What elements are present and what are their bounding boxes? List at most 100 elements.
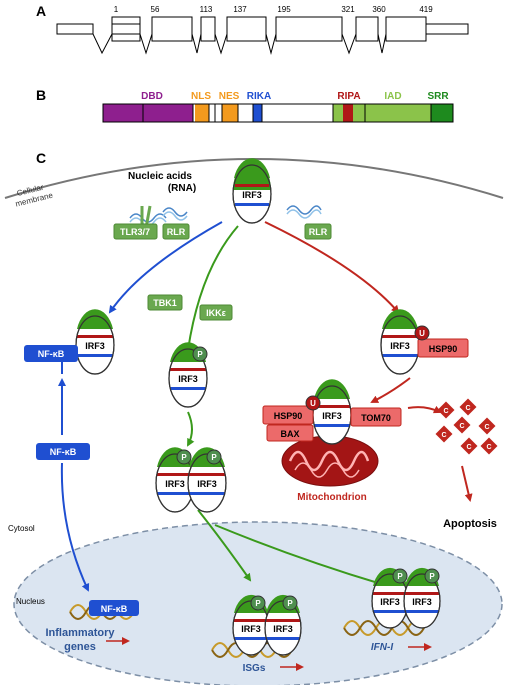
panel-b-label: B xyxy=(36,87,46,103)
nfkb-box-complex: NF-κB xyxy=(24,345,78,362)
svg-text:NF-κB: NF-κB xyxy=(101,604,128,614)
tom70-box: TOM70 xyxy=(350,407,402,427)
nfkb-box-nucleus: NF-κB xyxy=(89,600,139,616)
svg-text:C: C xyxy=(484,424,489,431)
domain-nes xyxy=(222,104,238,122)
domain-label-ripa: RIPA xyxy=(337,91,360,102)
phospho-icon xyxy=(192,346,208,362)
svg-text:TLR3/7: TLR3/7 xyxy=(120,227,150,237)
irf3-top: IRF3 xyxy=(232,158,272,224)
svg-text:TBK1: TBK1 xyxy=(153,298,177,308)
svg-text:IRF3: IRF3 xyxy=(85,341,105,351)
svg-text:IRF3: IRF3 xyxy=(197,479,217,489)
tlr-box: TLR3/7 xyxy=(113,223,158,240)
arrow-nfkb-activation xyxy=(108,221,223,314)
exon-number: 1 xyxy=(114,5,119,14)
ifn-label: IFN-I xyxy=(371,642,393,653)
irf3-dimer-cytosol: IRF3 IRF3 P P xyxy=(155,447,227,513)
domain-label-dbd: DBD xyxy=(141,91,163,102)
ikke-box: IKKε xyxy=(199,304,233,321)
panel-a-label: A xyxy=(36,3,46,19)
hsp90-box-2: HSP90 xyxy=(262,405,314,425)
svg-text:BAX: BAX xyxy=(280,429,299,439)
cytochrome-c-icons: C C C C C C C xyxy=(435,398,498,455)
arrow-phosphorylation xyxy=(184,225,239,352)
genes-label: genes xyxy=(64,641,96,653)
rna-helix-icon xyxy=(129,205,322,227)
svg-text:P: P xyxy=(211,453,217,462)
domain-label-nls: NLS xyxy=(191,91,211,102)
svg-text:IRF3: IRF3 xyxy=(412,597,432,607)
irf3-dimer-ifn: IRF3 IRF3 P P xyxy=(371,567,441,629)
svg-text:C: C xyxy=(465,405,470,412)
domain-srr xyxy=(431,104,453,122)
svg-text:IRF3: IRF3 xyxy=(322,411,342,421)
exon-number: 56 xyxy=(151,5,160,14)
bax-box: BAX xyxy=(266,424,314,442)
isgs-label: ISGs xyxy=(243,663,266,674)
svg-text:IRF3: IRF3 xyxy=(273,624,293,634)
exon-number: 360 xyxy=(372,5,386,14)
svg-text:RLR: RLR xyxy=(309,227,328,237)
irf3-nfkb: IRF3 xyxy=(75,309,115,375)
svg-text:P: P xyxy=(429,572,435,581)
svg-text:HSP90: HSP90 xyxy=(274,411,303,421)
arrow-ifn xyxy=(214,524,390,589)
arrow-dimerization xyxy=(187,411,195,447)
domain-nls xyxy=(195,104,209,122)
panel-c-label: C xyxy=(36,150,46,166)
svg-text:P: P xyxy=(181,453,187,462)
svg-text:U: U xyxy=(310,399,316,408)
svg-text:NF-κB: NF-κB xyxy=(38,349,65,359)
irf3-mito: IRF3 xyxy=(312,379,352,445)
svg-text:HSP90: HSP90 xyxy=(429,344,458,354)
arrow-to-mito xyxy=(370,377,411,403)
exon-number: 419 xyxy=(419,5,433,14)
arrow-mito-pathway xyxy=(264,221,400,314)
svg-text:C: C xyxy=(441,432,446,439)
svg-text:IRF3: IRF3 xyxy=(241,624,261,634)
exon-number: 113 xyxy=(200,5,213,14)
ubiquitin-icon-2: U xyxy=(305,395,321,411)
irf3-phosphorylated: IRF3 P xyxy=(168,342,208,408)
svg-text:TOM70: TOM70 xyxy=(361,413,391,423)
nucleic-acids-label: Nucleic acids xyxy=(128,171,192,182)
svg-text:U: U xyxy=(419,329,425,338)
apoptosis-label: Apoptosis xyxy=(443,518,497,530)
svg-text:C: C xyxy=(486,444,491,451)
irf3-dimer-isg: IRF3 IRF3 P P xyxy=(232,594,302,656)
hsp90-box-1: HSP90 xyxy=(417,338,469,358)
domain-label-nes: NES xyxy=(219,91,240,102)
svg-text:C: C xyxy=(459,423,464,430)
nucleus-label: Nucleus xyxy=(16,597,45,606)
svg-text:C: C xyxy=(443,408,448,415)
domain-label-srr: SRR xyxy=(427,91,449,102)
domain-label-iad: IAD xyxy=(384,91,401,102)
domain-iad xyxy=(333,104,431,122)
arrow-apoptosis xyxy=(461,465,473,502)
nfkb-box: NF-κB xyxy=(36,443,90,460)
inflammatory-label: Inflammatory xyxy=(45,627,115,639)
rlr-box-right: RLR xyxy=(304,223,332,240)
arrow-isg xyxy=(197,509,252,582)
domain-map xyxy=(102,103,454,123)
svg-text:IRF3: IRF3 xyxy=(390,341,410,351)
svg-text:IRF3: IRF3 xyxy=(380,597,400,607)
svg-text:IKKε: IKKε xyxy=(206,308,226,318)
exon-number: 195 xyxy=(277,5,291,14)
cytosol-label: Cytosol xyxy=(8,524,35,533)
svg-text:P: P xyxy=(255,599,261,608)
arrow-cyt-c xyxy=(407,405,442,414)
gene-structure xyxy=(56,16,469,55)
tbk1-box: TBK1 xyxy=(147,294,183,311)
domain-rika xyxy=(253,104,262,122)
svg-text:RLR: RLR xyxy=(167,227,186,237)
svg-text:IRF3: IRF3 xyxy=(165,479,185,489)
svg-text:C: C xyxy=(466,444,471,451)
svg-text:P: P xyxy=(197,350,203,359)
svg-text:NF-κB: NF-κB xyxy=(50,447,77,457)
rna-label: (RNA) xyxy=(168,183,196,194)
arrow-nfkb-nucleus xyxy=(60,462,90,592)
exon-number: 321 xyxy=(341,5,355,14)
